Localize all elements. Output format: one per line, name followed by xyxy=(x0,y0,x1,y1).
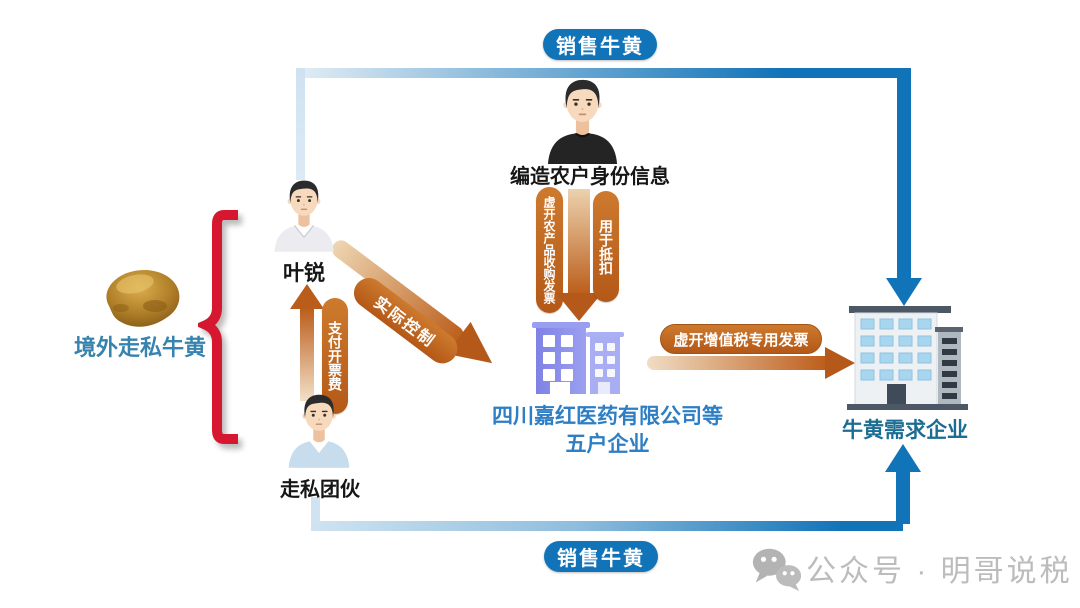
smuggler-label: 走私团伙 xyxy=(280,479,360,501)
bezoar-nugget-icon xyxy=(106,269,180,327)
person-yerui-avatar xyxy=(264,174,344,256)
person-fabricator-avatar xyxy=(535,78,630,164)
buyer-company-building xyxy=(845,300,970,412)
wechat-icon xyxy=(752,548,802,592)
top-flow-line-right-drop xyxy=(897,68,911,280)
sell-bezoar-badge-bottom: 销售牛黄 xyxy=(544,541,658,572)
building-icon xyxy=(847,306,968,410)
building-icon xyxy=(532,322,624,394)
sell-bezoar-badge-top: 销售牛黄 xyxy=(543,29,657,60)
bottom-flow-line-right-rise xyxy=(896,470,910,524)
person-smuggler-avatar xyxy=(278,388,360,472)
sell-bezoar-badge-bottom-label: 销售牛黄 xyxy=(557,548,645,570)
bezoar-nugget-image xyxy=(90,262,192,334)
arrow-fabricator-to-company xyxy=(568,189,590,295)
flow-pay-invoice-fee-pill: 支付开票费 xyxy=(322,298,348,414)
arrow-company-to-buyer xyxy=(647,356,827,370)
fabricator-label: 编造农户身份信息 xyxy=(510,166,670,188)
flow-for-deduction-label: 用于抵扣 xyxy=(598,218,614,275)
arrowhead-company-to-buyer xyxy=(825,347,855,379)
top-flow-line-left-drop xyxy=(296,68,305,180)
person-icon xyxy=(547,79,618,164)
arrow-yerui-controls-company xyxy=(322,228,507,382)
shell-company-label-line2: 五户企业 xyxy=(565,433,650,456)
flow-fake-vat-invoice-label: 虚开增值税专用发票 xyxy=(673,331,809,349)
shell-company-building xyxy=(528,318,628,396)
flow-fake-purchase-invoice-label: 虚开农产品收购发票 xyxy=(542,196,556,304)
bottom-flow-line xyxy=(311,521,903,531)
sell-bezoar-badge-top-label: 销售牛黄 xyxy=(556,36,644,58)
wechat-logo xyxy=(750,543,804,593)
flow-fake-vat-invoice-pill: 虚开增值税专用发票 xyxy=(660,324,822,354)
person-icon xyxy=(274,180,334,252)
top-flow-line xyxy=(296,68,906,78)
flow-pay-invoice-fee-label: 支付开票费 xyxy=(327,321,343,391)
person-icon xyxy=(288,394,350,468)
watermark-text: 公众号 · 明哥说税 xyxy=(806,555,1073,588)
arrowhead-smuggler-to-yerui xyxy=(290,284,324,309)
arrowhead-fabricator-to-company xyxy=(556,293,602,321)
arrow-smuggler-to-yerui xyxy=(300,308,314,401)
arrowhead-into-buyer-top xyxy=(886,278,922,306)
brace-icon xyxy=(198,210,238,444)
yerui-label: 叶锐 xyxy=(283,262,325,285)
bottom-flow-line-left-drop xyxy=(311,497,320,523)
buyer-company-label: 牛黄需求企业 xyxy=(842,419,968,442)
red-brace xyxy=(198,208,250,446)
flow-fake-purchase-invoice-pill: 虚开农产品收购发票 xyxy=(536,187,563,313)
arrowhead-into-buyer-bottom xyxy=(885,444,921,472)
shell-company-label-line1: 四川嘉红医药有限公司等 xyxy=(492,405,723,428)
flow-for-deduction-pill: 用于抵扣 xyxy=(593,191,619,302)
smuggled-bezoar-label: 境外走私牛黄 xyxy=(73,335,206,360)
